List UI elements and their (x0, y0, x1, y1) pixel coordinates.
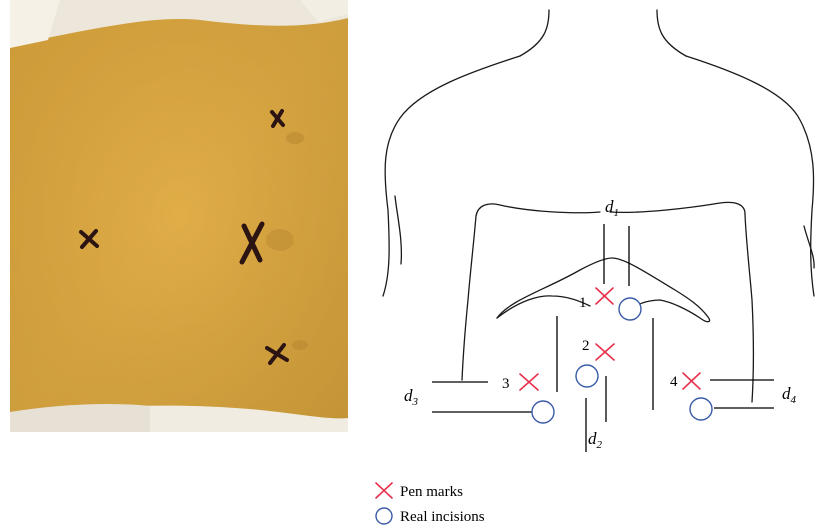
pen-mark-4 (683, 373, 700, 389)
pen-mark-2 (596, 344, 614, 360)
distance-label-d1: d1 (605, 197, 619, 219)
pen-mark-label-1: 1 (579, 295, 587, 311)
incision-2 (576, 365, 598, 387)
incision-1 (619, 298, 641, 320)
incision-3 (532, 401, 554, 423)
legend-pen-marks-label: Pen marks (400, 484, 463, 500)
patient-photo (10, 0, 348, 432)
pen-mark-3 (520, 374, 538, 390)
pen-mark-1 (596, 288, 613, 304)
legend-real-incisions-label: Real incisions (400, 509, 485, 525)
legend: Pen marks Real incisions (376, 483, 485, 525)
distance-label-d3: d3 (404, 386, 419, 408)
circle-icon (376, 508, 392, 524)
pen-mark-label-2: 2 (582, 338, 590, 354)
incision-4 (690, 398, 712, 420)
distance-label-d4: d4 (782, 384, 797, 406)
torso-outline (383, 10, 814, 402)
distance-label-d2: d2 (588, 429, 603, 451)
x-mark-icon (376, 483, 392, 498)
pen-mark-label-3: 3 (502, 376, 510, 392)
dimension-lines (432, 224, 774, 452)
pen-mark-label-4: 4 (670, 374, 678, 390)
